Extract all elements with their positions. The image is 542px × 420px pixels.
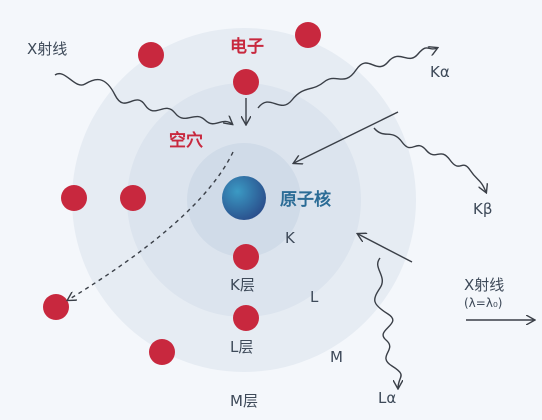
l-layer-label: L层 xyxy=(230,338,253,356)
nucleus xyxy=(222,176,266,220)
electron-label: 电子 xyxy=(230,36,264,57)
nucleus-label: 原子核 xyxy=(280,189,331,210)
electron xyxy=(43,294,69,320)
k-beta-wave xyxy=(373,127,486,192)
electron xyxy=(295,22,321,48)
k-shell-letter: K xyxy=(285,229,296,247)
k-alpha-label: Kα xyxy=(430,63,450,81)
electron xyxy=(120,185,146,211)
transition-arrow-to-l xyxy=(358,234,413,263)
l-alpha-label: Lα xyxy=(378,389,396,407)
electron xyxy=(138,42,164,68)
xray-out-sub-label: (λ=λ₀) xyxy=(464,296,502,310)
l-alpha-wave xyxy=(374,257,401,388)
xray-in-label: X射线 xyxy=(27,40,67,58)
transition-arrow-to-k xyxy=(294,111,399,163)
hole-label: 空穴 xyxy=(169,130,203,151)
incoming-xray-wave xyxy=(54,72,232,124)
l-shell-letter: L xyxy=(310,288,319,306)
xray-out-label: X射线 xyxy=(464,276,504,294)
k-beta-label: Kβ xyxy=(473,200,492,218)
m-shell-letter: M xyxy=(330,348,343,366)
electron xyxy=(233,69,259,95)
k-layer-label: K层 xyxy=(230,276,255,294)
electron xyxy=(233,244,259,270)
m-layer-label: M层 xyxy=(230,392,258,410)
electron xyxy=(149,339,175,365)
k-alpha-wave xyxy=(257,48,437,109)
electron xyxy=(233,305,259,331)
electron xyxy=(61,185,87,211)
